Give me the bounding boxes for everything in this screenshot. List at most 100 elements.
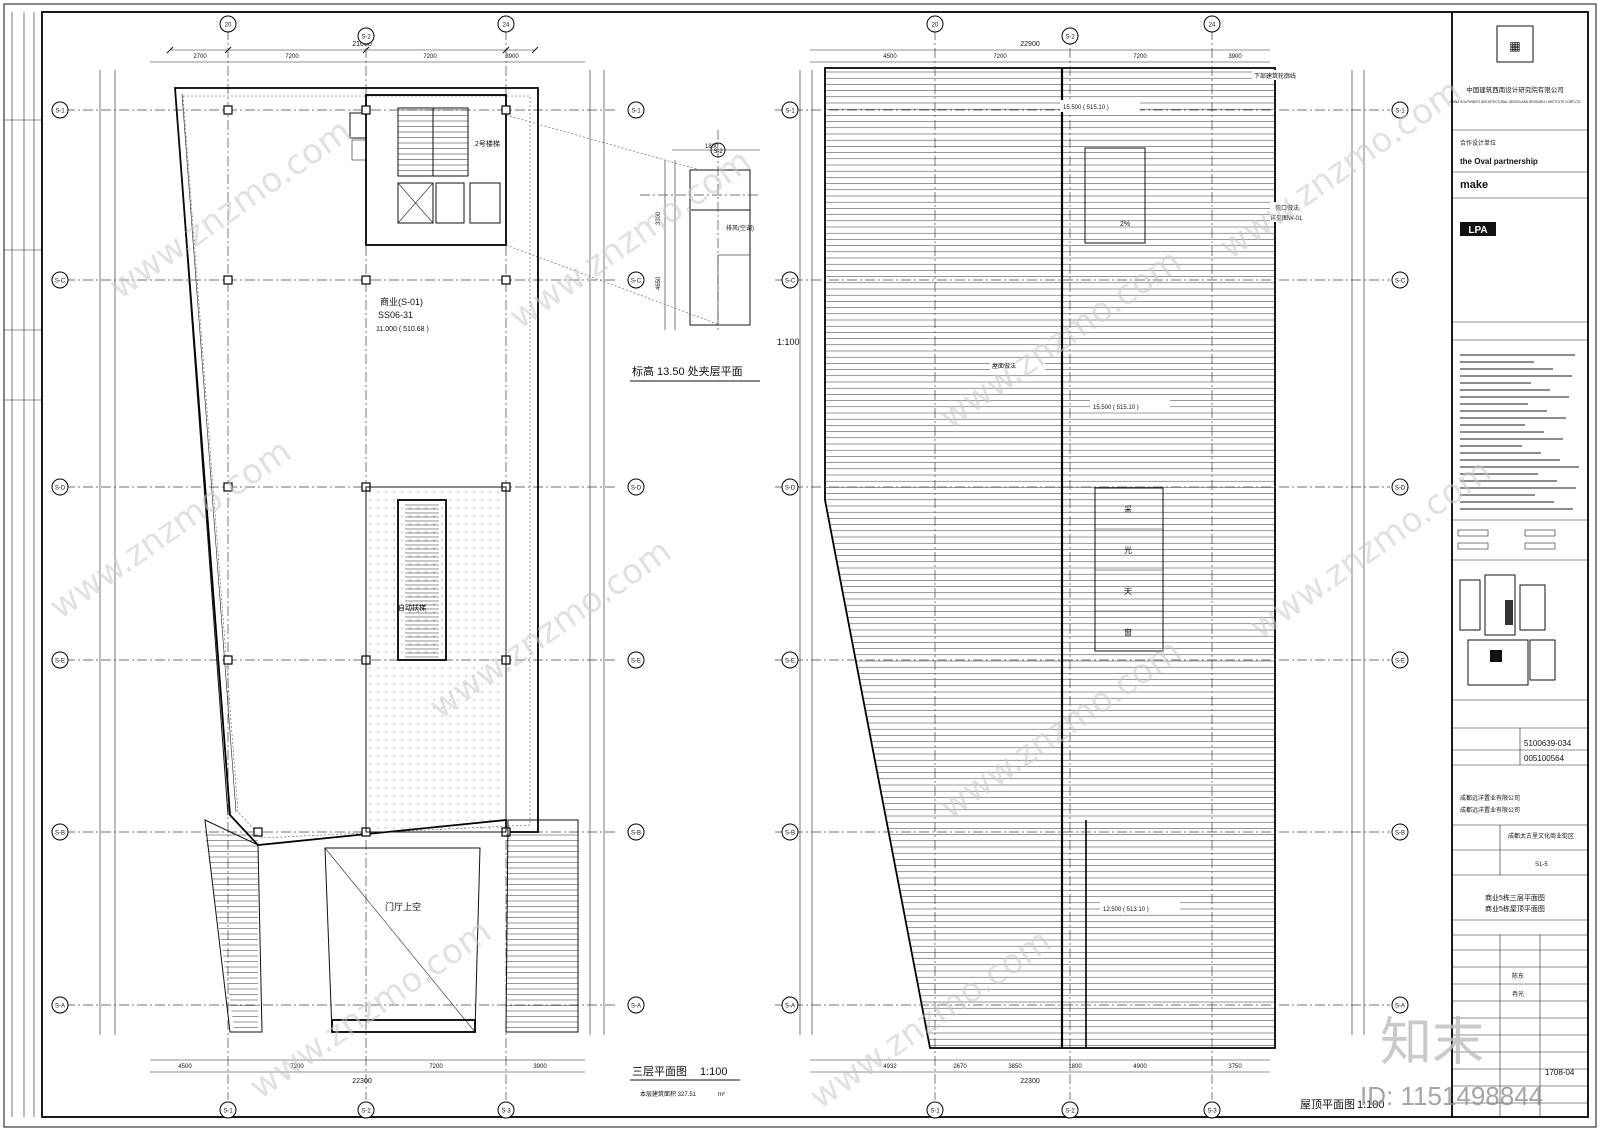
atrium-floor-dot (425, 723, 427, 725)
watermark-site-3: www.znzmo.com (42, 431, 298, 627)
atrium-floor-dot (377, 787, 379, 789)
atrium-floor-dot (417, 755, 419, 757)
atrium-floor-dot (441, 691, 443, 693)
atrium-floor-dot (481, 819, 483, 821)
client-name-2: 成都远洋置业有限公司 (1460, 806, 1520, 814)
atrium-floor-dot (409, 539, 411, 541)
atrium-floor-dot (449, 803, 451, 805)
atrium-floor-dot (385, 587, 387, 589)
atrium-floor-dot (425, 627, 427, 629)
atrium-floor-dot (497, 651, 499, 653)
right-dim-total: 22900 (1020, 41, 1040, 48)
atrium-floor-dot (489, 819, 491, 821)
sheet-number: 1708-04 (1545, 1068, 1575, 1077)
atrium-floor-dot (409, 491, 411, 493)
atrium-floor-dot (369, 803, 371, 805)
atrium-floor-dot (369, 595, 371, 597)
grid-bubble (926, 15, 944, 33)
atrium-floor-dot (425, 827, 427, 829)
right-dim-top-2: 7200 (993, 54, 1007, 60)
grid-bubble-label: S-E (631, 659, 641, 665)
lobby-void-label: 门厅上空 (385, 901, 421, 912)
atrium-floor-dot (449, 523, 451, 525)
project-name: 成都太古里文化商业街区 (1508, 832, 1574, 840)
atrium-floor-dot (425, 667, 427, 669)
atrium-floor-dot (433, 747, 435, 749)
atrium-floor-dot (385, 771, 387, 773)
grid-bubble (627, 101, 645, 119)
atrium-floor-dot (497, 603, 499, 605)
atrium-floor-dot (449, 659, 451, 661)
atrium-floor-dot (481, 603, 483, 605)
atrium-floor-dot (433, 739, 435, 741)
atrium-floor-dot (481, 787, 483, 789)
grid-bubble (1391, 651, 1409, 669)
atrium-floor-dot (481, 507, 483, 509)
atrium-floor-dot (457, 523, 459, 525)
atrium-floor-dot (465, 667, 467, 669)
grid-bubble-label: S-D (785, 486, 796, 492)
atrium-floor-dot (449, 747, 451, 749)
atrium-floor-dot (393, 763, 395, 765)
atrium-floor-dot (369, 683, 371, 685)
atrium-floor-dot (433, 619, 435, 621)
atrium-floor-dot (417, 587, 419, 589)
shop-level: 11.000 ( 510.68 ) (376, 326, 429, 333)
grid-bubble (627, 478, 645, 496)
grid-bubble-label: S-C (55, 279, 66, 285)
atrium-floor-dot (441, 827, 443, 829)
grid-bubble (1391, 478, 1409, 496)
atrium-floor-dot (417, 699, 419, 701)
grid-bubble-label: S-2 (361, 1109, 371, 1115)
atrium-floor-dot (377, 731, 379, 733)
atrium-floor-dot (369, 691, 371, 693)
atrium-floor-dot (425, 707, 427, 709)
atrium-floor-dot (473, 747, 475, 749)
right-dim-top-3: 7200 (1133, 54, 1147, 60)
atrium-floor-dot (481, 595, 483, 597)
atrium-floor-dot (433, 691, 435, 693)
atrium-floor-dot (377, 811, 379, 813)
atrium-floor-dot (481, 667, 483, 669)
atrium-floor-dot (489, 787, 491, 789)
atrium-floor-dot (497, 619, 499, 621)
grid-bubble (1061, 1101, 1079, 1119)
roof-finish-note: 屋面做法 (992, 362, 1016, 370)
grid-bubble-label: 24 (503, 23, 510, 29)
atrium-floor-dot (377, 683, 379, 685)
atrium-floor-dot (417, 619, 419, 621)
atrium-floor-dot (441, 579, 443, 581)
atrium-floor-dot (457, 787, 459, 789)
atrium-floor-dot (425, 619, 427, 621)
title-block: ▦ 中国建筑西南设计研究院有限公司 CHINA SOUTHWEST ARCHIT… (1449, 12, 1588, 1117)
left-plan-area: 本层建筑面积 327.51 (640, 1090, 697, 1098)
atrium-floor-dot (377, 523, 379, 525)
atrium-floor-dot (393, 723, 395, 725)
atrium-floor-dot (425, 691, 427, 693)
atrium-floor-dot (497, 779, 499, 781)
atrium-floor-dot (401, 691, 403, 693)
atrium-floor-dot (441, 723, 443, 725)
atrium-floor-dot (473, 555, 475, 557)
atrium-floor-dot (393, 499, 395, 501)
atrium-floor-dot (433, 507, 435, 509)
atrium-floor-dot (401, 491, 403, 493)
atrium-floor-dot (465, 531, 467, 533)
grid-bubble-label: S-1 (785, 109, 795, 115)
atrium-floor-dot (449, 531, 451, 533)
atrium-floor-dot (449, 499, 451, 501)
atrium-floor-dot (425, 715, 427, 717)
atrium-floor-dot (409, 819, 411, 821)
atrium-floor-dot (489, 827, 491, 829)
atrium-floor-dot (497, 747, 499, 749)
atrium-floor-dot (385, 739, 387, 741)
atrium-floor-dot (401, 635, 403, 637)
atrium-floor-dot (473, 827, 475, 829)
atrium-floor-dot (425, 819, 427, 821)
atrium-floor-dot (417, 731, 419, 733)
atrium-floor-dot (441, 731, 443, 733)
atrium-floor-dot (369, 587, 371, 589)
atrium-floor-dot (433, 683, 435, 685)
atrium-floor-dot (481, 803, 483, 805)
atrium-floor-dot (425, 651, 427, 653)
